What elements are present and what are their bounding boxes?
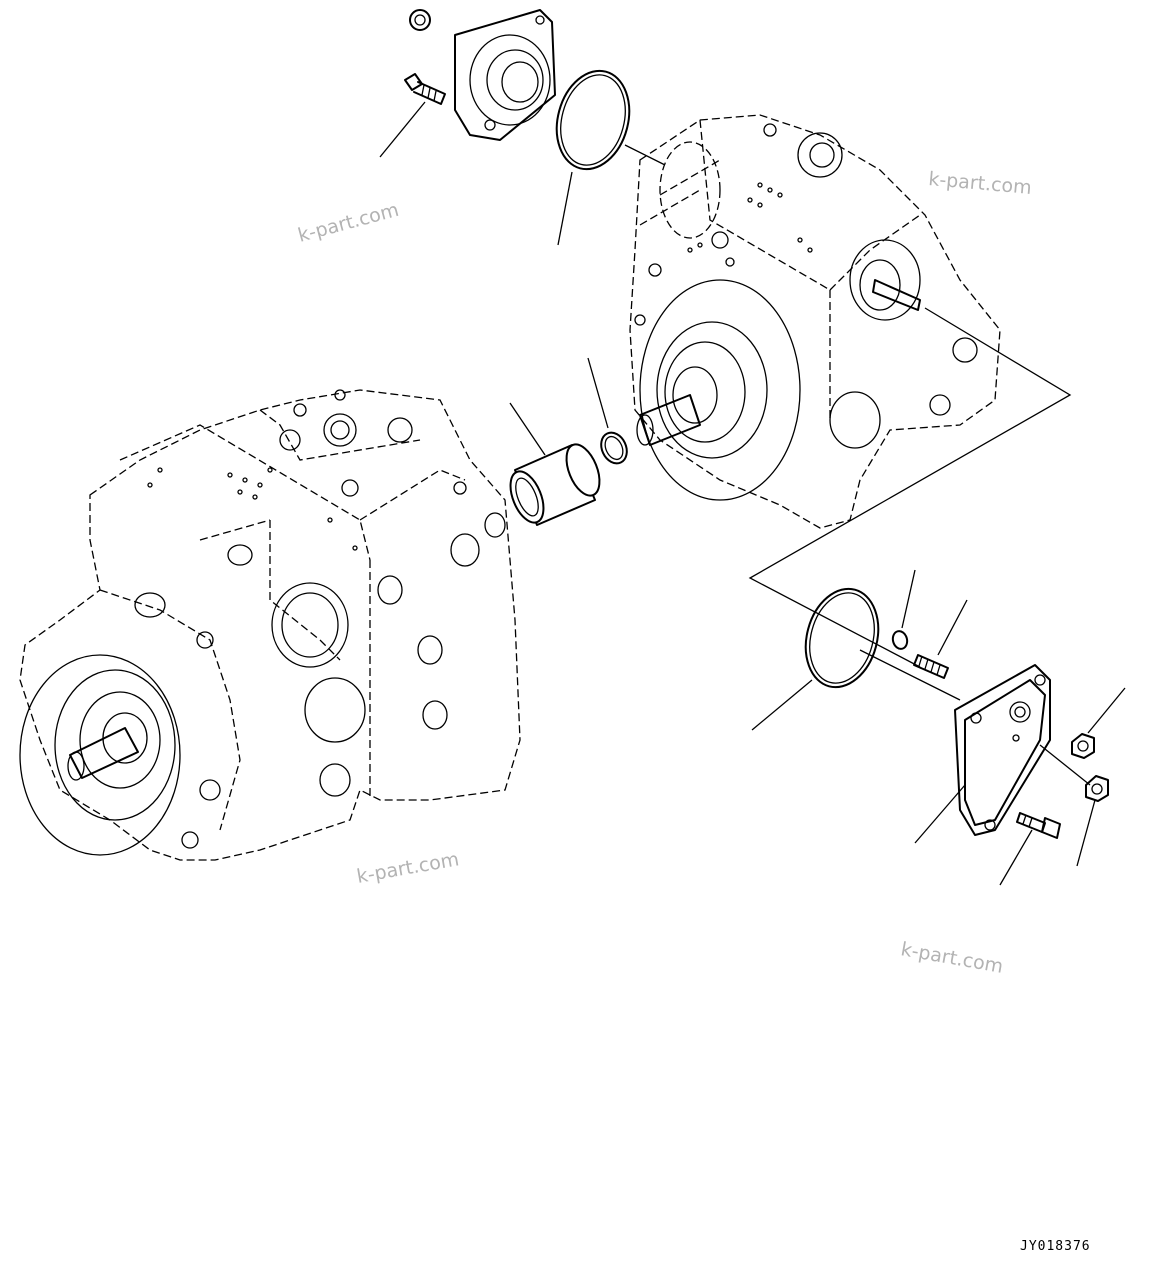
bolt-top[interactable] (404, 73, 446, 105)
leader-bolt-top (379, 101, 426, 158)
guide-line-mid (859, 649, 961, 701)
main-pump-housing (629, 114, 1001, 529)
nut-1[interactable] (1071, 733, 1095, 759)
leader-cover-plate (914, 784, 966, 844)
leader-nut-2 (1076, 799, 1096, 867)
second-pump-housing (19, 389, 521, 861)
watermark-text: k-part.com (928, 168, 1033, 199)
guide-line-top (624, 144, 666, 166)
o-ring-tiny[interactable] (891, 629, 909, 650)
flange-cover-top[interactable] (454, 9, 556, 141)
guide-line-nut (1039, 744, 1091, 786)
o-ring-small[interactable] (596, 428, 631, 467)
plug-top[interactable] (409, 9, 431, 31)
watermark-text: k-part.com (899, 938, 1005, 978)
leader-nut-1 (1087, 687, 1126, 734)
cover-plate-bottom[interactable] (954, 664, 1051, 836)
leader-o-ring-bottom (751, 679, 813, 731)
bolt-bottom[interactable] (1016, 812, 1061, 839)
leader-o-ring-small (587, 357, 609, 429)
o-ring-large-bottom[interactable] (795, 581, 888, 696)
guide-line-bracket (748, 307, 1072, 668)
watermark-text: k-part.com (355, 848, 461, 888)
bushing[interactable] (504, 440, 606, 528)
o-ring-large-top[interactable] (546, 63, 639, 178)
leader-o-ring-top (557, 171, 573, 246)
watermark-text: k-part.com (296, 199, 402, 247)
leader-bushing (509, 402, 546, 456)
leader-o-ring-tiny (901, 569, 916, 629)
leader-bolt-bottom (999, 829, 1033, 886)
spring-plug[interactable] (913, 654, 949, 679)
nut-2[interactable] (1085, 775, 1109, 802)
drawing-number: JY018376 (1020, 1239, 1091, 1254)
leader-spring-plug (937, 599, 968, 656)
